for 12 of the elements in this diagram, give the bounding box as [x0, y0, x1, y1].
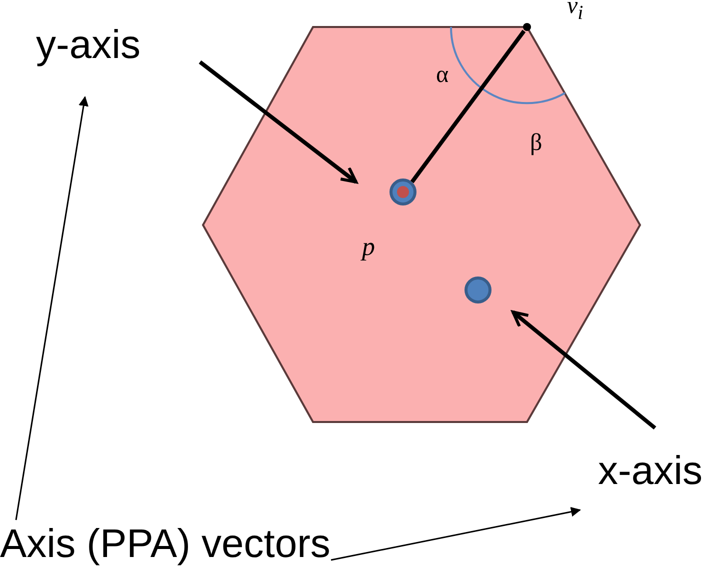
arrow — [512, 310, 656, 430]
line-segment — [410, 30, 526, 184]
axis-label: y-axis — [36, 22, 140, 68]
arrow — [198, 60, 358, 184]
angle-label: α — [436, 62, 449, 89]
arrow — [330, 506, 581, 561]
arrow — [15, 96, 88, 520]
point-label: p — [362, 232, 375, 262]
caption-text: Axis (PPA) vectors — [0, 520, 330, 568]
angle-label: β — [530, 130, 542, 157]
vertex-label: v$_{i}$ — [567, 0, 584, 25]
axis-label: x-axis — [598, 448, 702, 494]
